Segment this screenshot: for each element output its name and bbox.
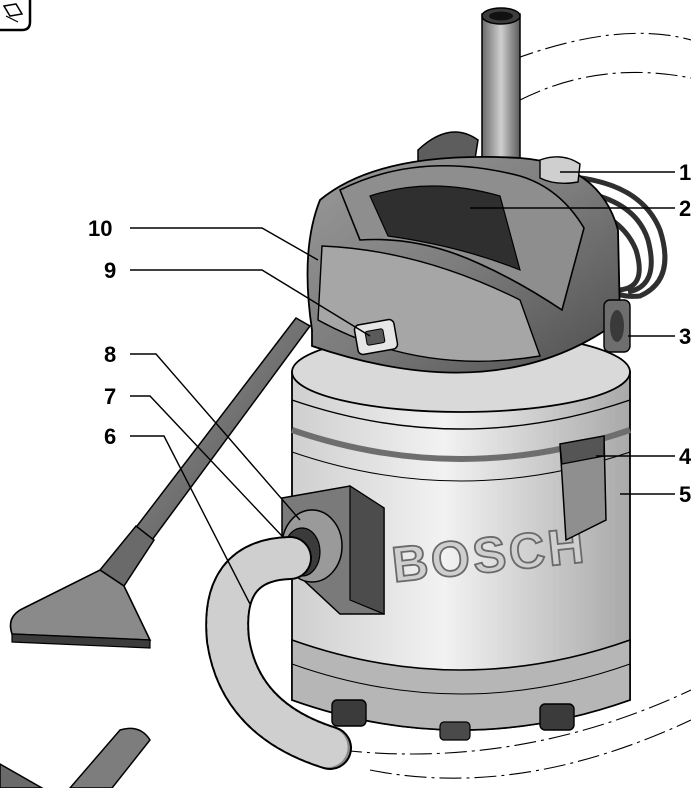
callout-6: 6 [104,424,116,449]
crevice-nozzle [0,727,151,788]
callout-7: 7 [104,384,116,409]
callout-4: 4 [679,444,691,469]
callout-labels: 1 2 3 4 5 6 7 8 9 10 [88,160,691,507]
castor-wheels [331,699,575,741]
callout-10: 10 [88,216,112,241]
upright-tube [481,7,521,185]
manual-book-icon [0,0,32,32]
container-latch [559,435,607,542]
callout-1: 1 [679,160,691,185]
callout-8: 8 [104,342,116,367]
cable-dashed-outline [339,32,691,779]
callout-9: 9 [104,258,116,283]
callout-leaders [130,171,675,605]
floor-nozzle-wand [9,317,312,649]
callout-5: 5 [679,482,691,507]
callout-3: 3 [679,324,691,349]
suction-hose [205,536,352,770]
suction-inlet [281,484,385,615]
motor-head [306,155,631,374]
callout-2: 2 [679,196,691,221]
